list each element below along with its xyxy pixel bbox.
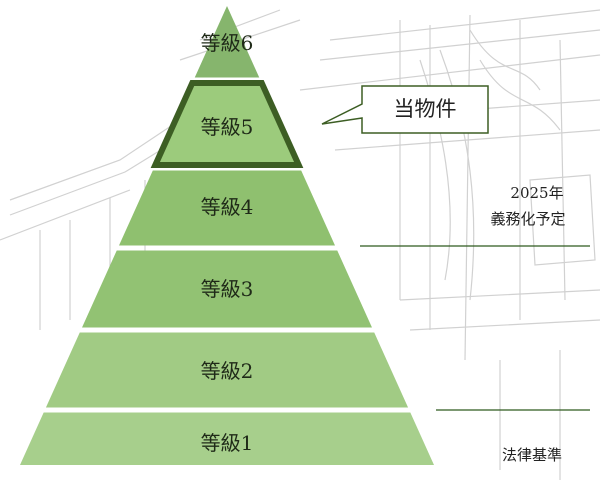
pyramid: 等級6 等級5 等級4 等級3 等級2 等級1: [20, 6, 434, 465]
grade-5-label: 等級5: [201, 115, 254, 139]
pyramid-tier-2: [45, 332, 409, 408]
pyramid-tier-4: [118, 170, 336, 246]
grade-3-label: 等級3: [201, 277, 254, 301]
grade-6-label: 等級6: [201, 31, 254, 55]
pyramid-tier-1: [20, 412, 434, 465]
mandatory-note: 義務化予定: [490, 210, 565, 228]
legal-standard-note: 法律基準: [502, 446, 562, 464]
grade-1-label: 等級1: [201, 431, 254, 455]
grade-2-label: 等級2: [201, 359, 254, 383]
background-sketch: [0, 9, 601, 480]
callout-text: 当物件: [394, 97, 457, 121]
current-property-callout: 当物件: [321, 85, 489, 134]
current-grade-highlight: [150, 80, 304, 168]
pyramid-tier-6: [194, 6, 260, 78]
pyramid-tier-5: [155, 82, 299, 166]
grade-4-label: 等級4: [201, 195, 254, 219]
pyramid-tier-3: [82, 250, 372, 328]
mandatory-year-note: 2025年: [510, 184, 563, 202]
